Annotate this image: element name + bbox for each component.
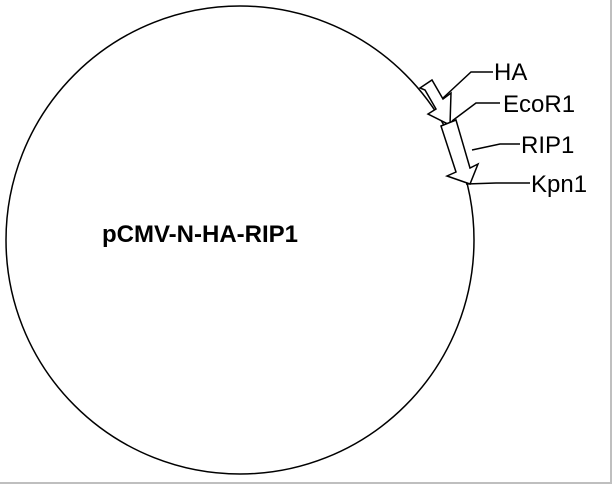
ecor1-label: EcoR1 [503, 91, 575, 118]
ecor1-leader-line [451, 102, 500, 122]
ha-leader-line [442, 71, 493, 99]
ha-feature-arrow [418, 78, 452, 127]
rip1-feature-arrow [440, 118, 480, 185]
plasmid-backbone [5, 5, 475, 475]
ha-label: HA [494, 59, 527, 86]
plasmid-name: pCMV-N-HA-RIP1 [102, 221, 298, 248]
rip1-leader-line [471, 143, 520, 151]
kpn1-leader-line [465, 182, 530, 185]
kpn1-label: Kpn1 [531, 171, 587, 198]
rip1-label: RIP1 [521, 132, 574, 159]
